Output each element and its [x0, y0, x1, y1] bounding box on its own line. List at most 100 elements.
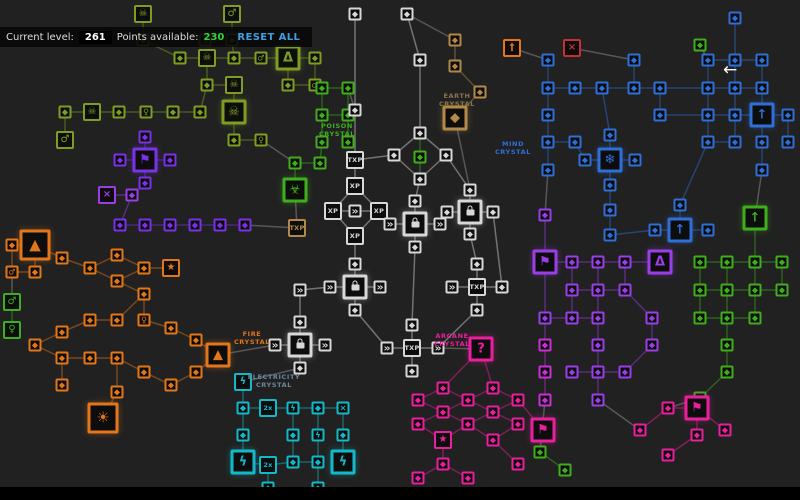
skill-node-w13[interactable]: » — [383, 217, 397, 231]
skill-node-v7[interactable]: ◆ — [565, 283, 579, 297]
skill-node-f27[interactable]: ☀ — [87, 402, 119, 434]
skill-node-f19[interactable]: ◆ — [110, 351, 124, 365]
skill-node-e2[interactable]: ◆ — [236, 401, 250, 415]
skill-node-v4[interactable]: ◆ — [591, 255, 605, 269]
skill-node-q1[interactable]: ◆ — [661, 401, 675, 415]
skill-node-b29[interactable]: ◆ — [673, 198, 687, 212]
skill-node-f25[interactable]: ◆ — [164, 321, 178, 335]
skill-node-o13[interactable]: ☠ — [225, 76, 243, 94]
skill-node-v18[interactable]: ◆ — [565, 365, 579, 379]
skill-node-v16[interactable]: ◆ — [591, 365, 605, 379]
skill-node-b11[interactable]: ◆ — [628, 153, 642, 167]
skill-node-v3[interactable]: ◆ — [565, 255, 579, 269]
skill-node-a11[interactable]: ◆ — [511, 417, 525, 431]
skill-node-r14[interactable]: ◆ — [720, 365, 734, 379]
skill-node-o21[interactable]: ◆ — [193, 105, 207, 119]
skill-node-w12[interactable]: ◆ — [408, 194, 422, 208]
skill-node-o16[interactable]: ◆ — [58, 105, 72, 119]
skill-node-r11[interactable]: ◆ — [720, 311, 734, 325]
skill-node-f11[interactable]: ◆ — [137, 287, 151, 301]
skill-node-b31[interactable]: ◆ — [648, 223, 662, 237]
skill-node-e7[interactable]: ◆ — [236, 428, 250, 442]
skill-node-a12[interactable]: ★ — [434, 431, 452, 449]
skill-node-f15[interactable]: ◆ — [55, 325, 69, 339]
skill-node-o6[interactable]: ◆ — [173, 51, 187, 65]
skill-node-lg1[interactable]: ♂ — [3, 293, 21, 311]
skill-node-w26[interactable]: ◆ — [348, 303, 362, 317]
skill-node-f5[interactable]: ◆ — [55, 251, 69, 265]
skill-node-o19[interactable]: ♀ — [139, 105, 153, 119]
skill-node-v2[interactable]: ⚑ — [532, 249, 558, 275]
skill-node-g5[interactable]: ◆ — [315, 135, 329, 149]
skill-node-o10[interactable]: Δ — [275, 45, 301, 71]
skill-node-f24[interactable]: ◆ — [189, 333, 203, 347]
skill-node-q3[interactable]: ◆ — [718, 423, 732, 437]
skill-node-w30[interactable]: » — [318, 338, 332, 352]
skill-node-b17[interactable]: ◆ — [653, 108, 667, 122]
skill-node-e5[interactable]: ◆ — [311, 401, 325, 415]
skill-node-w36[interactable]: TXP — [468, 278, 486, 296]
skill-node-e13[interactable]: ◆ — [286, 455, 300, 469]
skill-node-v5[interactable]: ◆ — [618, 255, 632, 269]
skill-node-a15[interactable]: ◆ — [411, 471, 425, 485]
skill-node-o2[interactable]: ♂ — [223, 5, 241, 23]
skill-node-w44[interactable]: ◆ — [400, 7, 414, 21]
skill-node-w11[interactable]: ◆ — [413, 172, 427, 186]
skill-node-w1[interactable]: TXP — [346, 151, 364, 169]
skill-node-f6[interactable]: ◆ — [83, 261, 97, 275]
skill-node-o1[interactable]: ☠ — [134, 5, 152, 23]
skill-node-w45[interactable]: ◆ — [348, 103, 362, 117]
skill-node-w33[interactable]: ◆ — [470, 257, 484, 271]
skill-node-o7[interactable]: ☠ — [198, 49, 216, 67]
skill-node-r6[interactable]: ◆ — [693, 283, 707, 297]
skill-node-o11[interactable]: ◆ — [308, 51, 322, 65]
skill-node-w9[interactable]: ◆ — [439, 148, 453, 162]
skill-node-f3[interactable]: ♂ — [5, 265, 19, 279]
skill-node-p9[interactable]: ◆ — [138, 218, 152, 232]
skill-node-t4[interactable]: ◆ — [473, 85, 487, 99]
skill-node-m3[interactable]: ◆ — [538, 393, 552, 407]
skill-node-v8[interactable]: ◆ — [591, 283, 605, 297]
skill-node-r8[interactable]: ◆ — [748, 283, 762, 297]
skill-node-p8[interactable]: ◆ — [113, 218, 127, 232]
skill-node-w27[interactable]: » — [293, 283, 307, 297]
skill-node-r4[interactable]: ◆ — [748, 255, 762, 269]
skill-node-g6[interactable]: ◆ — [341, 135, 355, 149]
skill-node-g9[interactable]: ☣ — [282, 177, 308, 203]
skill-node-o18[interactable]: ◆ — [112, 105, 126, 119]
skill-node-b00[interactable]: × — [563, 39, 581, 57]
skill-node-w19[interactable]: ◆ — [486, 205, 500, 219]
skill-node-v19[interactable]: ◆ — [591, 393, 605, 407]
skill-node-a16[interactable]: ◆ — [461, 471, 475, 485]
skill-node-a13[interactable]: ◆ — [486, 433, 500, 447]
skill-node-e4[interactable]: ϟ — [286, 401, 300, 415]
skill-node-w10[interactable]: ◆ — [413, 150, 427, 164]
skill-node-p7[interactable]: ◆ — [125, 188, 139, 202]
skill-node-r12[interactable]: ◆ — [748, 311, 762, 325]
skill-node-b38[interactable]: ◆ — [693, 38, 707, 52]
skill-node-b20[interactable]: ◆ — [755, 53, 769, 67]
skill-node-w23[interactable]: » — [323, 280, 337, 294]
skill-node-w42[interactable]: ◆ — [405, 364, 419, 378]
skill-node-r1[interactable]: ↑ — [742, 205, 768, 231]
skill-node-o12[interactable]: ◆ — [200, 78, 214, 92]
skill-node-b21[interactable]: ◆ — [701, 81, 715, 95]
back-arrow-icon[interactable]: ← — [723, 60, 738, 80]
skill-node-w38[interactable]: ◆ — [405, 318, 419, 332]
skill-node-g8[interactable]: ◆ — [313, 156, 327, 170]
skill-node-bg1[interactable]: ◆ — [533, 445, 547, 459]
skill-node-f14[interactable]: ◆ — [83, 313, 97, 327]
skill-node-w5[interactable]: XP — [346, 227, 364, 245]
skill-node-f23[interactable]: ▲ — [205, 342, 231, 368]
skill-node-w15[interactable] — [402, 211, 428, 237]
skill-node-e9[interactable]: ϟ — [311, 428, 325, 442]
skill-node-t3[interactable]: ◆ — [448, 59, 462, 73]
skill-node-o25[interactable]: ♀ — [254, 133, 268, 147]
skill-node-b34[interactable]: ◆ — [603, 228, 617, 242]
skill-node-w7[interactable]: ◆ — [413, 126, 427, 140]
skill-node-w24[interactable]: » — [373, 280, 387, 294]
skill-node-p13[interactable]: ◆ — [238, 218, 252, 232]
skill-node-b5[interactable]: ◆ — [541, 163, 555, 177]
skill-node-b0[interactable]: † — [503, 39, 521, 57]
skill-node-r7[interactable]: ◆ — [720, 283, 734, 297]
